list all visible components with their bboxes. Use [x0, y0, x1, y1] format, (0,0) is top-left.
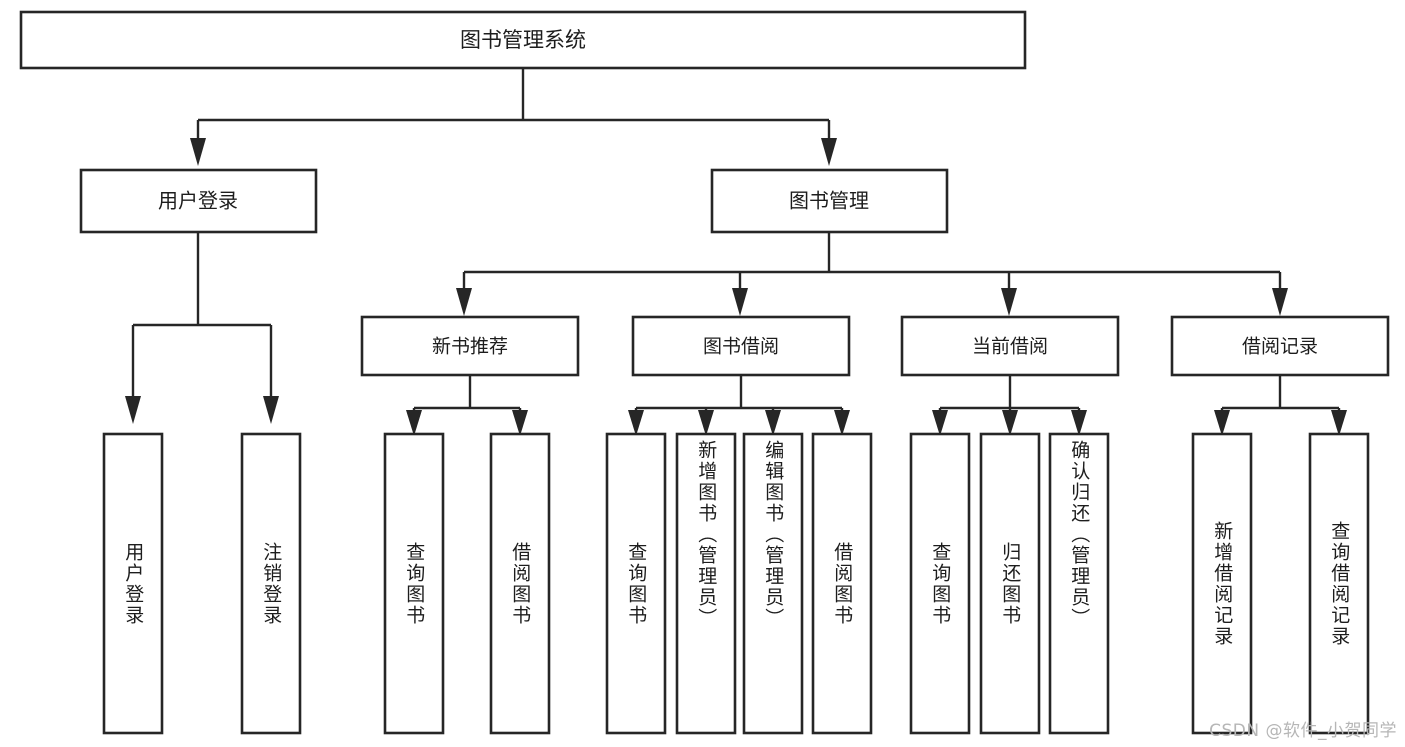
connector-group-book-manage	[456, 232, 1288, 316]
node-new-book-rec-rect[interactable]	[360, 315, 580, 377]
arrow-head-leaf-query-book-3	[932, 410, 948, 436]
node-book-borrow-label: 图书借阅	[703, 336, 779, 358]
node-leaf-query-borrow-record-rect[interactable]	[1308, 432, 1370, 735]
node-root-rect[interactable]	[19, 10, 1027, 70]
node-book-manage-label: 图书管理	[789, 189, 869, 213]
node-book-borrow-rect[interactable]	[631, 315, 851, 377]
node-current-borrow-label: 当前借阅	[972, 336, 1048, 358]
arrow-head-leaf-add-book-admin	[698, 410, 714, 436]
node-leaf-borrow-book-1-rect[interactable]	[489, 432, 551, 735]
node-user-login-rect[interactable]	[79, 168, 318, 234]
node-user-login[interactable]: 用户登录	[79, 168, 318, 234]
node-borrow-record[interactable]: 借阅记录	[1170, 315, 1390, 377]
node-book-manage[interactable]: 图书管理	[710, 168, 949, 234]
connector-group-book-borrow	[628, 375, 850, 436]
node-borrow-record-label: 借阅记录	[1242, 336, 1318, 358]
arrow-head-leaf-confirm-return	[1071, 410, 1087, 436]
node-leaf-confirm-return-rect[interactable]	[1048, 432, 1110, 735]
node-root[interactable]: 图书管理系统	[19, 10, 1027, 70]
connector-group-current-borrow	[932, 375, 1087, 436]
node-leaf-borrow-book-2-rect[interactable]	[811, 432, 873, 735]
arrow-head-leaf-query-borrow-record	[1331, 410, 1347, 436]
node-leaf-return-book-rect[interactable]	[979, 432, 1041, 735]
arrow-head-leaf-borrow-book-2	[834, 410, 850, 436]
connector-group-new-book-rec	[406, 375, 528, 436]
arrow-head-leaf-logout	[263, 396, 279, 424]
arrow-head-new-book-rec	[456, 288, 472, 316]
node-new-book-rec[interactable]: 新书推荐	[360, 315, 580, 377]
node-leaf-edit-book-admin-rect[interactable]	[742, 432, 804, 735]
arrow-head-leaf-query-book-1	[406, 410, 422, 436]
arrow-head-leaf-return-book	[1002, 410, 1018, 436]
node-root-label: 图书管理系统	[460, 28, 586, 52]
node-leaf-query-book-3-rect[interactable]	[909, 432, 971, 735]
node-leaf-add-book-admin-rect[interactable]	[675, 432, 737, 735]
arrow-head-leaf-query-book-2	[628, 410, 644, 436]
node-leaf-query-book-1-rect[interactable]	[383, 432, 445, 735]
node-leaf-logout-rect[interactable]	[240, 432, 302, 735]
connector-group-root	[190, 68, 837, 166]
node-leaf-user-login-rect[interactable]	[102, 432, 164, 735]
connector-group-borrow-record	[1214, 375, 1347, 436]
node-borrow-record-rect[interactable]	[1170, 315, 1390, 377]
connector-group-user-login	[125, 232, 279, 424]
node-leaf-add-borrow-record-rect[interactable]	[1191, 432, 1253, 735]
arrow-head-user-login	[190, 138, 206, 166]
node-current-borrow[interactable]: 当前借阅	[900, 315, 1120, 377]
node-current-borrow-rect[interactable]	[900, 315, 1120, 377]
arrow-head-leaf-user-login	[125, 396, 141, 424]
watermark-text: CSDN @软件_小贺同学	[1209, 721, 1397, 741]
arrow-head-leaf-add-borrow-record	[1214, 410, 1230, 436]
node-book-manage-rect[interactable]	[710, 168, 949, 234]
arrow-head-borrow-record	[1272, 288, 1288, 316]
node-new-book-rec-label: 新书推荐	[432, 336, 508, 358]
arrow-head-current-borrow	[1001, 288, 1017, 316]
arrow-head-book-borrow	[732, 288, 748, 316]
node-book-borrow[interactable]: 图书借阅	[631, 315, 851, 377]
arrow-head-leaf-borrow-book-1	[512, 410, 528, 436]
arrow-head-leaf-edit-book-admin	[765, 410, 781, 436]
arrow-head-book-manage	[821, 138, 837, 166]
node-leaf-query-book-2-rect[interactable]	[605, 432, 667, 735]
node-user-login-label: 用户登录	[158, 189, 238, 213]
